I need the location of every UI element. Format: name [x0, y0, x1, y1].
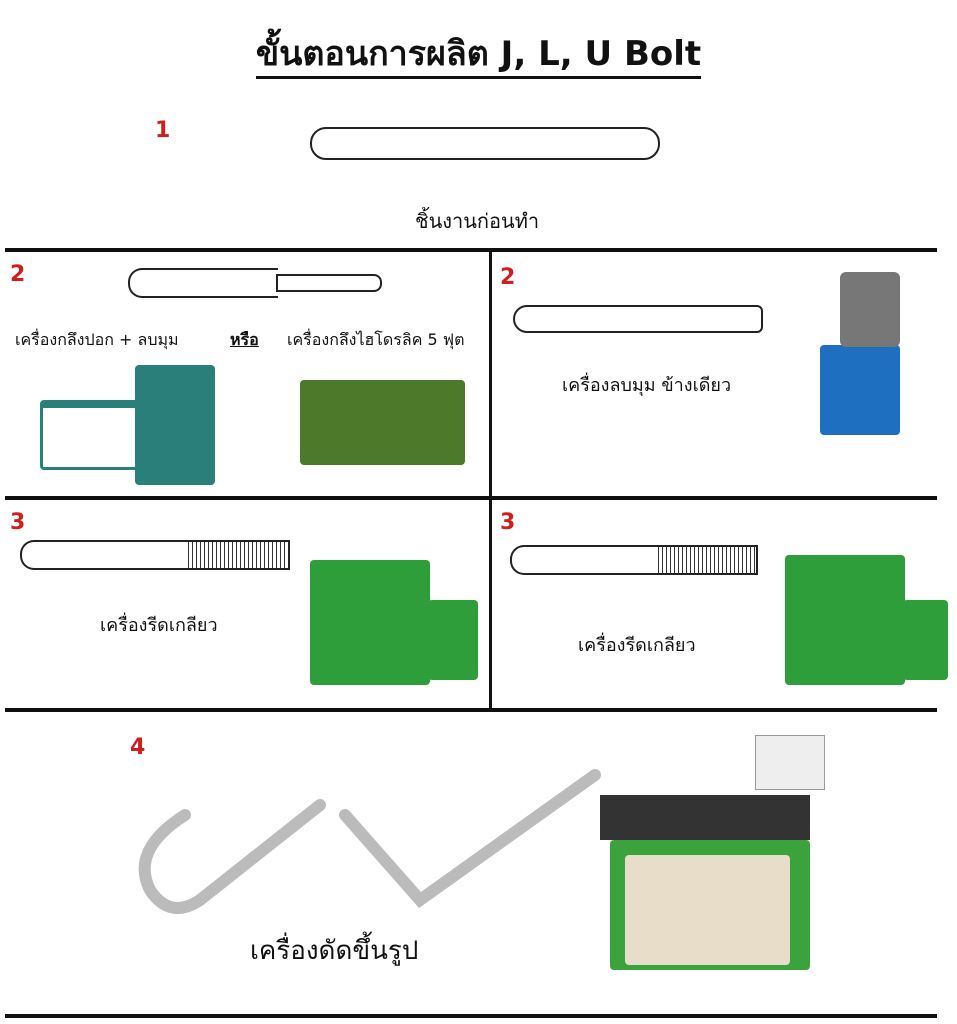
page-title: ขั้นตอนการผลิต J, L, U Bolt [0, 26, 957, 80]
turned-rod-end [276, 274, 382, 292]
hydraulic-lathe-image [300, 380, 465, 465]
l-bolt-shape [339, 769, 601, 909]
turned-rod-illustration [128, 268, 278, 298]
u-bolt-shape [138, 799, 326, 914]
step-2-machine-b: เครื่องกลึงไฮโดรลิค 5 ฟุต [287, 330, 465, 349]
bending-machine-panel [625, 855, 790, 965]
thread-rolling-machine-image [310, 560, 430, 685]
divider-vertical [489, 250, 492, 710]
peeling-machine-image [40, 400, 140, 470]
chamfering-machine-head [840, 272, 900, 347]
thread-rolling-machine-image-b [785, 555, 905, 685]
step-3b-caption: เครื่องรีดเกลียว [578, 635, 696, 656]
thread-section [188, 540, 290, 570]
step-2-number: 2 [10, 262, 26, 287]
divider [5, 496, 937, 500]
bending-tooling [600, 795, 810, 840]
step-2-machine-a: เครื่องกลึงปอก + ลบมุม [15, 330, 179, 349]
step-4-caption: เครื่องดัดขึ้นรูป [250, 936, 419, 966]
step-4-number: 4 [130, 735, 146, 760]
step-2b-number: 2 [500, 265, 516, 290]
bent-bolts-illustration [138, 769, 601, 914]
divider [5, 1014, 937, 1018]
control-box [755, 735, 825, 790]
peeling-machine-body [135, 365, 215, 485]
divider [5, 248, 937, 252]
chamfering-machine-image [820, 345, 900, 435]
divider [5, 708, 937, 712]
or-label: หรือ [230, 330, 259, 349]
step-1-caption: ชิ้นงานก่อนทำ [415, 209, 540, 233]
chamfered-rod-illustration [513, 305, 763, 333]
step-3-number: 3 [10, 510, 26, 535]
threaded-rod-illustration-b [510, 545, 660, 575]
step-2b-caption: เครื่องลบมุม ข้างเดียว [562, 375, 732, 396]
step-1-number: 1 [155, 118, 171, 143]
thread-rolling-machine-side [903, 600, 948, 680]
threaded-rod-illustration [20, 540, 190, 570]
thread-rolling-machine-side [428, 600, 478, 680]
thread-section [658, 545, 758, 575]
raw-rod-illustration [310, 127, 660, 160]
step-3-caption: เครื่องรีดเกลียว [100, 615, 218, 636]
step-3b-number: 3 [500, 510, 516, 535]
